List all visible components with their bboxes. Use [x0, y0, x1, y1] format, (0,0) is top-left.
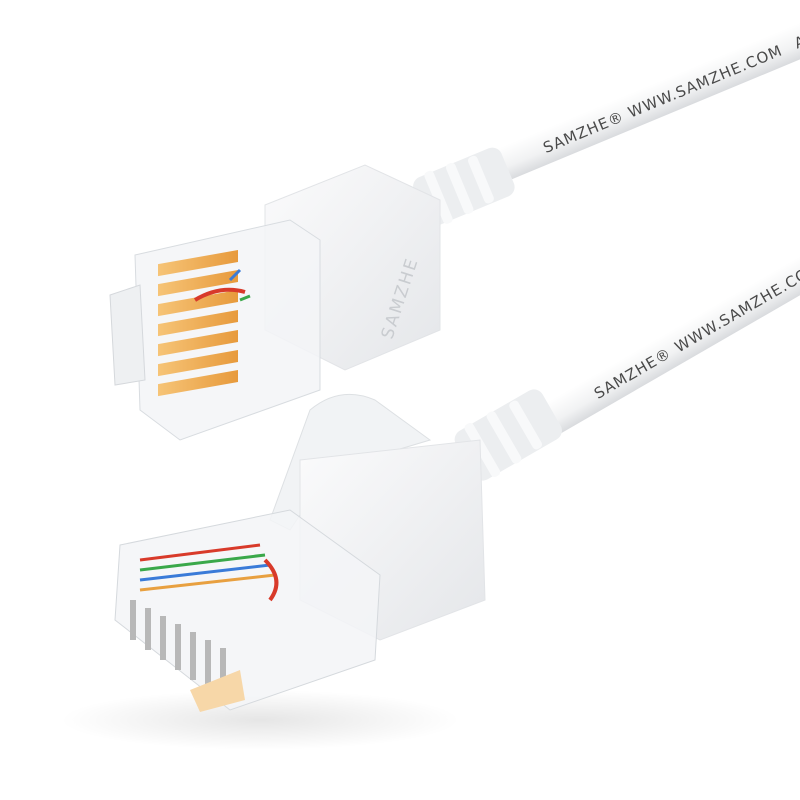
rj45-plug-upper: [109, 219, 321, 441]
contact-pins: [158, 250, 238, 397]
shadow: [60, 690, 460, 750]
contact-pins: [130, 600, 226, 700]
rj45-plug-lower: [114, 509, 381, 712]
upper-cable: SAMZHE® WWW.SAMZHE.COM AN SAMZHE: [109, 0, 800, 441]
cable-print-url: WWW.SAMZHE.COM: [625, 41, 785, 121]
cable-print-extra: AN: [792, 27, 800, 53]
strain-relief: [454, 389, 562, 481]
